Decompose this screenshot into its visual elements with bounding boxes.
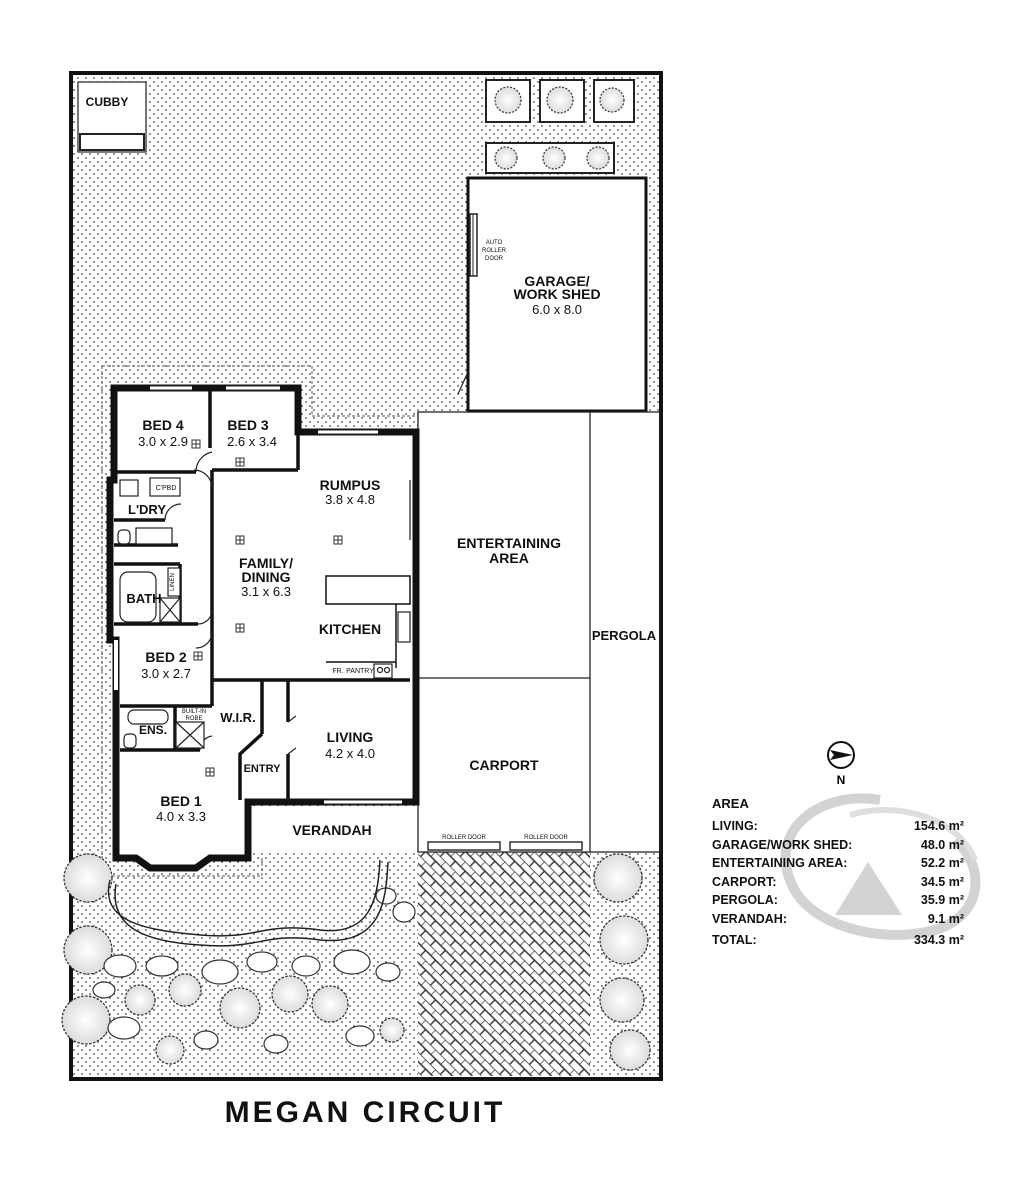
cubby-label: CUBBY bbox=[86, 95, 129, 109]
garage-name-line2: WORK SHED bbox=[513, 286, 600, 302]
garage-size: 6.0 x 8.0 bbox=[532, 302, 582, 317]
street-name: MEGAN CIRCUIT bbox=[224, 1096, 506, 1129]
area-row: ENTERTAINING AREA: 52.2 m² bbox=[712, 854, 964, 873]
rumpus-size: 3.8 x 4.8 bbox=[325, 492, 375, 507]
windows bbox=[114, 386, 402, 804]
fixtures bbox=[117, 477, 411, 749]
window-lines bbox=[150, 385, 402, 805]
ensuite-label: ENS. bbox=[139, 723, 167, 737]
door-swings bbox=[164, 451, 411, 755]
roller-door-label-1: ROLLER DOOR bbox=[442, 835, 486, 841]
family-name-line2: DINING bbox=[242, 569, 291, 585]
bed4-size: 3.0 x 2.9 bbox=[138, 434, 188, 449]
area-total-row: TOTAL: 334.3 m² bbox=[712, 931, 964, 950]
bed2-size: 3.0 x 2.7 bbox=[141, 666, 191, 681]
cpbd-label: C'PBD bbox=[156, 485, 177, 492]
entry-label: ENTRY bbox=[244, 763, 282, 775]
area-total-label: TOTAL: bbox=[712, 932, 757, 947]
bed2-name: BED 2 bbox=[145, 649, 186, 665]
family-name-line1: FAMILY/ bbox=[239, 555, 293, 571]
robe-line1: BUILT-IN bbox=[182, 709, 206, 715]
area-row: LIVING: 154.6 m² bbox=[712, 817, 964, 836]
roller-door-label-2: ROLLER DOOR bbox=[524, 835, 568, 841]
garden-edge bbox=[107, 859, 381, 937]
garage-door-line2: ROLLER bbox=[482, 248, 507, 254]
area-total-value: 334.3 m² bbox=[913, 932, 964, 947]
bed3-name: BED 3 bbox=[227, 417, 268, 433]
living-size: 4.2 x 4.0 bbox=[325, 746, 375, 761]
planter-boxes bbox=[485, 79, 635, 174]
garden-edge-inner bbox=[114, 861, 389, 947]
garage-door-line1: AUTO bbox=[486, 240, 503, 246]
light-fittings bbox=[191, 439, 343, 777]
area-row-value: 154.6 m² bbox=[913, 819, 964, 833]
compass-icon: N bbox=[827, 741, 855, 787]
fridge-label: FR. bbox=[332, 668, 343, 675]
garden-shrubs bbox=[61, 853, 651, 1071]
bed1-name: BED 1 bbox=[160, 793, 201, 809]
family-size: 3.1 x 6.3 bbox=[241, 584, 291, 599]
garage-name-line1: GARAGE/ bbox=[524, 273, 589, 289]
roller-doors bbox=[427, 841, 583, 851]
bed1-size: 4.0 x 3.3 bbox=[156, 809, 206, 824]
north-compass: N bbox=[818, 738, 864, 788]
room-labels: CUBBY GARAGE/ WORK SHED 6.0 x 8.0 AUTO R… bbox=[86, 95, 657, 841]
driveway-paving bbox=[418, 852, 590, 1076]
robe-line2: ROBE bbox=[185, 716, 202, 722]
area-row-value: 52.2 m² bbox=[920, 856, 964, 871]
area-row: PERGOLA: 35.9 m² bbox=[712, 891, 964, 910]
area-row-label: GARAGE/WORK SHED: bbox=[712, 837, 853, 852]
garage-door-line3: DOOR bbox=[485, 256, 504, 262]
area-row-label: ENTERTAINING AREA: bbox=[712, 856, 848, 871]
area-table: AREA LIVING: 154.6 m² GARAGE/WORK SHED: … bbox=[712, 796, 964, 949]
garage bbox=[457, 176, 648, 413]
area-row-value: 35.9 m² bbox=[920, 893, 964, 908]
area-row: VERANDAH: 9.1 m² bbox=[712, 910, 964, 929]
site-boundary bbox=[69, 71, 663, 1081]
area-row: CARPORT: 34.5 m² bbox=[712, 873, 964, 892]
watermark-logo bbox=[780, 793, 981, 940]
area-title: AREA bbox=[712, 796, 749, 811]
living-name: LIVING bbox=[327, 729, 374, 745]
area-row-label: CARPORT: bbox=[712, 874, 777, 889]
pantry-label: PANTRY bbox=[346, 668, 374, 675]
cubby bbox=[77, 81, 147, 153]
garden-stones bbox=[92, 887, 416, 1054]
bath-label: BATH bbox=[126, 591, 161, 606]
area-row-label: VERANDAH: bbox=[712, 911, 787, 926]
compass-label: N bbox=[837, 773, 846, 787]
verandah-label: VERANDAH bbox=[292, 822, 371, 838]
rumpus-name: RUMPUS bbox=[320, 477, 381, 493]
carport-label: CARPORT bbox=[469, 757, 539, 773]
area-row-value: 9.1 m² bbox=[927, 911, 964, 926]
area-row-label: LIVING: bbox=[712, 819, 758, 833]
pergola-label: PERGOLA bbox=[592, 628, 657, 643]
area-row-label: PERGOLA: bbox=[712, 893, 778, 908]
bed3-size: 2.6 x 3.4 bbox=[227, 434, 277, 449]
linen-label: LINEN bbox=[170, 573, 176, 591]
laundry-label: L'DRY bbox=[128, 502, 166, 517]
area-row-value: 48.0 m² bbox=[920, 837, 964, 852]
wir-label: W.I.R. bbox=[220, 710, 255, 725]
entertaining-line1: ENTERTAINING bbox=[457, 535, 561, 551]
kitchen-label: KITCHEN bbox=[319, 621, 381, 637]
entertaining-line2: AREA bbox=[489, 550, 529, 566]
area-row-value: 34.5 m² bbox=[920, 874, 964, 889]
eaves-outline bbox=[101, 365, 418, 877]
area-row: GARAGE/WORK SHED: 48.0 m² bbox=[712, 836, 964, 855]
bed4-name: BED 4 bbox=[142, 417, 183, 433]
